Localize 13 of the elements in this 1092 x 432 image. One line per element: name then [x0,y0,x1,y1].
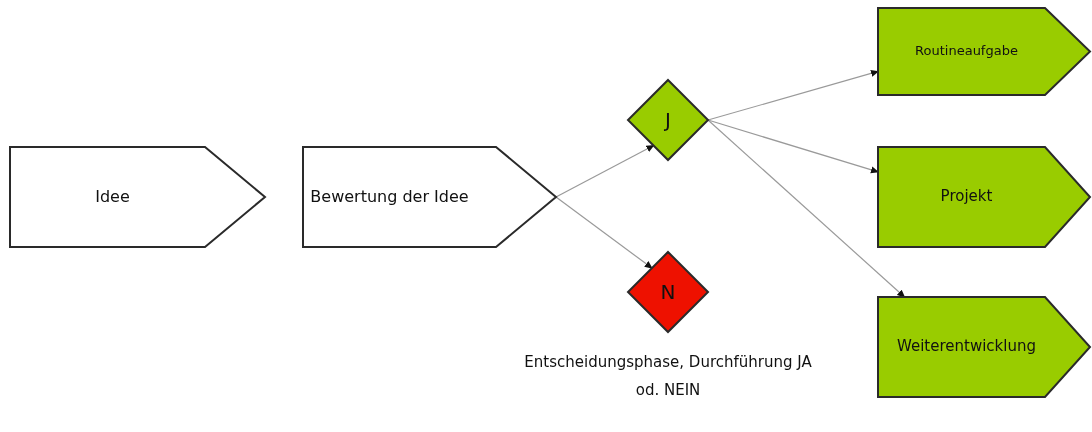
node-label: Bewertung der Idee [310,186,469,209]
node-label: Projekt [940,186,993,208]
note-text: Entscheidungsphase, Durchführung JA od. NEIN [523,352,813,401]
arrow [555,196,653,269]
arrow [555,145,655,198]
node-label: N [660,278,676,306]
node-label: Idee [95,186,130,209]
node-label: Routineaufgabe [915,42,1018,61]
arrow [707,119,879,174]
arrow [707,119,906,298]
node-label: Weiterentwicklung [897,336,1036,358]
arrow [707,70,879,121]
node-label: J [665,106,671,134]
